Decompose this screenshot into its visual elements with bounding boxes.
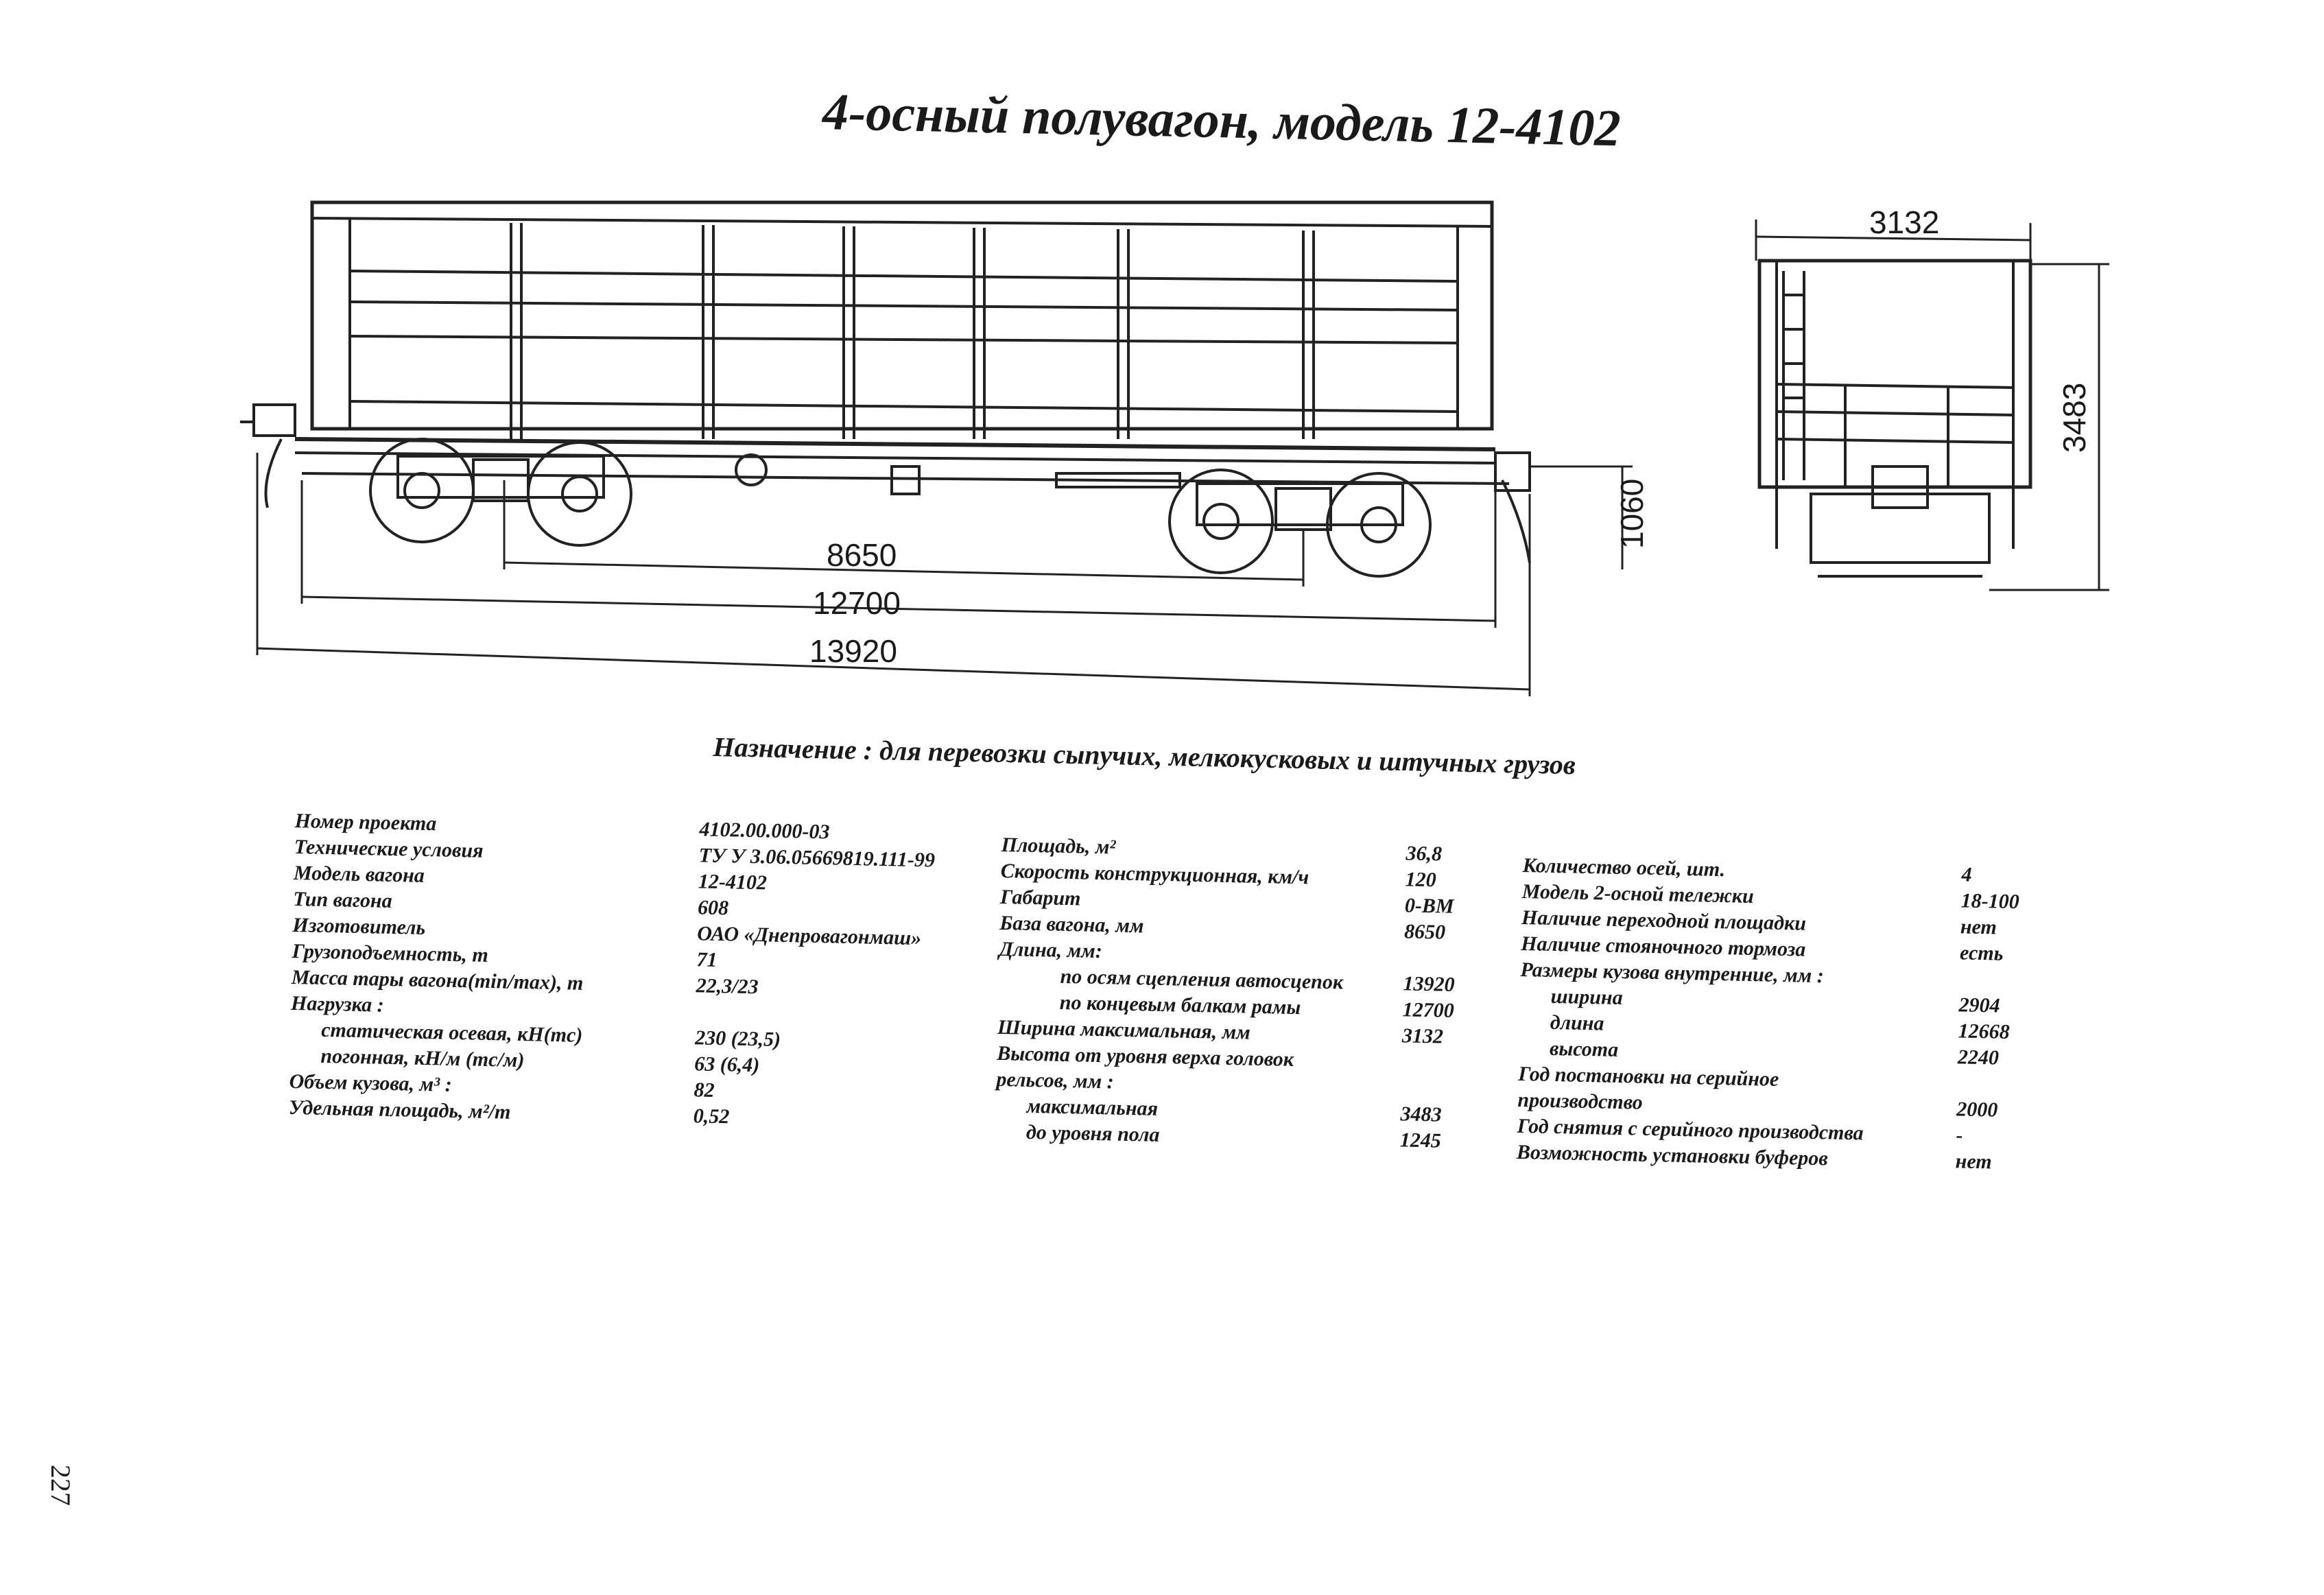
spec-label: Тип вагона <box>292 887 392 912</box>
spec-value: 22,3/23 <box>696 974 759 999</box>
spec-label: Год постановки на серийное <box>1517 1062 1779 1091</box>
spec-value: 13920 <box>1403 972 1455 996</box>
spec-value: 3483 <box>1400 1102 1442 1126</box>
spec-label: по концевым балкам рамы <box>1059 991 1301 1019</box>
spec-label: ширина <box>1550 984 1624 1010</box>
spec-value: 71 <box>696 948 718 971</box>
spec-value: 0-ВМ <box>1404 894 1454 918</box>
side-dimensions <box>256 453 1633 696</box>
spec-value: 2000 <box>1956 1098 1998 1122</box>
spec-label: до уровня пола <box>1025 1120 1160 1146</box>
spec-label: высота <box>1549 1037 1619 1061</box>
spec-value: 12-4102 <box>698 870 768 895</box>
spec-label: Ширина максимальная, мм <box>997 1015 1251 1044</box>
spec-value: 63 (6,4) <box>694 1052 760 1077</box>
spec-label: Наличие стояночного тормоза <box>1520 932 1806 961</box>
spec-label: Количество осей, шт. <box>1522 854 1726 882</box>
spec-label: Грузоподъемность, т <box>292 939 489 967</box>
spec-label: Возможность установки буферов <box>1516 1140 1829 1170</box>
spec-label: Размеры кузова внутренние, мм : <box>1520 958 1825 988</box>
spec-label: Нагрузка : <box>290 991 384 1017</box>
side-view <box>240 200 1531 578</box>
spec-label: длина <box>1550 1011 1604 1035</box>
page-number: 227 <box>45 1465 76 1506</box>
spec-label: Наличие переходной площадки <box>1521 906 1807 935</box>
spec-value: 0,52 <box>693 1104 730 1129</box>
spec-label: База вагона, мм <box>999 911 1144 938</box>
end-view <box>1757 259 2032 578</box>
spec-label: Технические условия <box>294 835 484 862</box>
dim-width: 3132 <box>1869 204 1939 240</box>
spec-value: 230 (23,5) <box>694 1026 781 1051</box>
dim-coupler-length: 13920 <box>809 633 897 669</box>
spec-value: 82 <box>693 1078 715 1102</box>
spec-label: Объем кузова, м³ : <box>289 1070 452 1096</box>
spec-label: статическая осевая, кН(тс) <box>320 1018 583 1047</box>
spec-label: Площадь, м² <box>1001 834 1116 859</box>
end-dimensions <box>1755 220 2109 591</box>
dim-frame-length: 12700 <box>813 585 901 621</box>
spec-label: по осям сцепления автосцепок <box>1060 965 1344 994</box>
spec-value: 608 <box>697 896 729 920</box>
spec-label: Модель вагона <box>293 861 425 887</box>
spec-value: 18-100 <box>1960 889 2020 914</box>
spec-value: 1245 <box>1399 1129 1442 1153</box>
spec-value: 4 <box>1961 863 1972 886</box>
spec-value: 4102.00.000-03 <box>699 818 830 844</box>
dim-coupler-height: 1060 <box>1614 479 1650 549</box>
spec-label: Изготовитель <box>292 913 426 940</box>
spec-value: 12668 <box>1958 1019 2011 1043</box>
dim-bogie-base: 8650 <box>827 537 897 573</box>
dim-height: 3483 <box>2056 383 2092 453</box>
spec-value: есть <box>1959 941 2004 965</box>
spec-label: Номер проекта <box>294 810 437 836</box>
spec-value: 2904 <box>1958 993 2000 1017</box>
spec-value: 2240 <box>1957 1045 2000 1070</box>
spec-label: погонная, кН/м (тс/м) <box>320 1044 525 1072</box>
spec-label: Год снятия с серийного производства <box>1517 1114 1864 1145</box>
spec-label: Модель 2-осной тележки <box>1521 879 1755 908</box>
spec-label: Длина, мм: <box>999 937 1103 963</box>
spec-label: Масса тары вагона(min/max), т <box>291 965 584 995</box>
spec-value: 12700 <box>1402 998 1455 1022</box>
spec-value: 8650 <box>1403 920 1446 944</box>
spec-value: ОАО «Днепровагонмаш» <box>696 922 922 950</box>
spec-label: производство <box>1517 1088 1644 1114</box>
spec-label: Высота от уровня верха головок <box>996 1041 1294 1071</box>
spec-value: - <box>1956 1124 1963 1147</box>
spec-label: Удельная площадь, м²/т <box>288 1096 511 1124</box>
spec-label: рельсов, мм : <box>996 1067 1115 1094</box>
spec-value: нет <box>1955 1150 1993 1174</box>
spec-label: Скорость конструкционная, км/ч <box>1000 859 1309 889</box>
spec-value: нет <box>1960 915 1997 939</box>
spec-label: максимальная <box>1026 1094 1159 1120</box>
spec-value: ТУ У 3.06.05669819.111-99 <box>698 844 936 872</box>
spec-value: 120 <box>1405 868 1437 892</box>
spec-value: 3132 <box>1401 1024 1444 1048</box>
spec-label: Габарит <box>999 885 1081 910</box>
spec-value: 36,8 <box>1406 842 1443 866</box>
